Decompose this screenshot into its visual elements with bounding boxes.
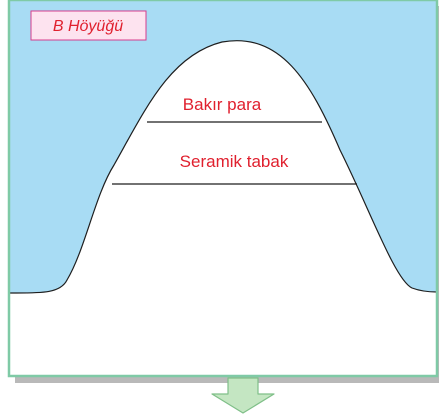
title-box [30, 10, 147, 41]
title-text: B Höyüğü [53, 18, 123, 35]
frame-border [7, 0, 439, 378]
layer-label-ceramic-plate: Seramik tabak [180, 152, 289, 171]
mound-shape [8, 40, 438, 377]
layer-label-copper-coin: Bakır para [183, 95, 262, 114]
down-arrow-icon [211, 377, 275, 414]
ground-fill [10, 300, 436, 375]
